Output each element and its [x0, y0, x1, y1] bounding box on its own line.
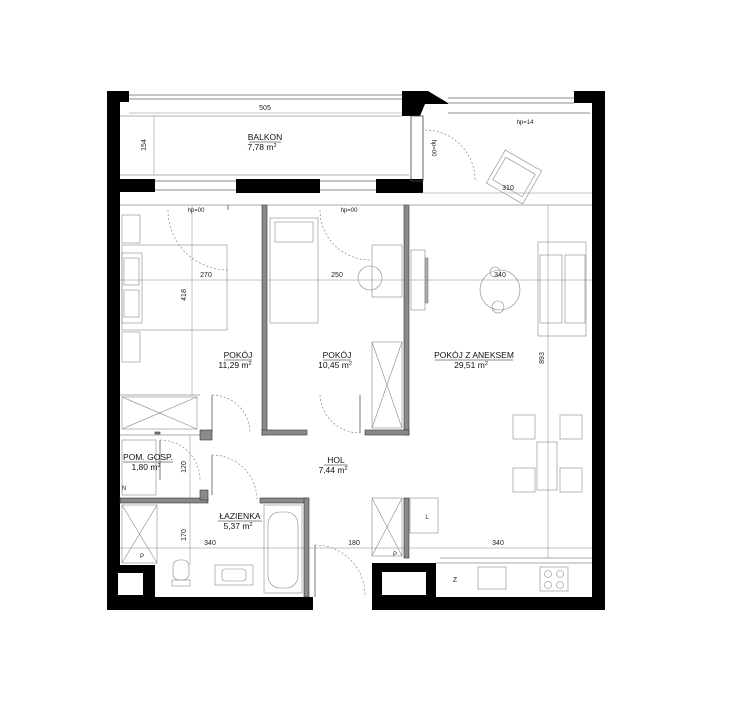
- room-aneks-name: POKÓJ Z ANEKSEM: [434, 350, 514, 360]
- wall-bottom-left: [107, 597, 313, 610]
- wall-left: [107, 91, 120, 610]
- symbol-p-hol: P: [393, 552, 397, 558]
- sink: [477, 566, 507, 590]
- partition-lazienka-right-top: [259, 497, 309, 504]
- wardrobe-hol: [371, 497, 403, 557]
- partition-pom-gosp-right: [154, 431, 161, 435]
- door-pokoj2-hol: [319, 394, 361, 434]
- bed-pokoj2: [269, 217, 319, 324]
- structural-walls: [107, 91, 605, 610]
- door-pokoj1-hol: [211, 394, 251, 434]
- column-bottom-left-inner: [118, 573, 143, 595]
- wall-balcony-right-post: [402, 91, 448, 116]
- partition-lazienka-top: [119, 497, 209, 504]
- dim-hp-window: hp=14: [517, 120, 535, 126]
- symbol-washer: P: [140, 554, 144, 560]
- dim-balkon-depth: 154: [141, 139, 148, 151]
- desk-pokoj2: [371, 244, 403, 298]
- room-pokoj1-name: POKÓJ: [224, 350, 253, 360]
- partition-hol-top-left: [261, 429, 308, 436]
- door-entrance: [314, 544, 366, 596]
- windows: [120, 94, 590, 191]
- cooktop: [539, 566, 569, 592]
- wall-balcony-left: [107, 179, 155, 192]
- room-balkon-name: BALKON: [248, 132, 283, 142]
- toilet: [172, 559, 190, 581]
- dimension-labels: 505 154 hp=14 hp=00 310 hp=00 hp=00 270 …: [141, 105, 546, 547]
- dim-250: 250: [331, 272, 343, 279]
- symbol-fridge: L: [425, 515, 429, 521]
- room-pom-gosp-name: POM. GOSP.: [123, 452, 173, 462]
- dim-170: 170: [181, 529, 188, 541]
- room-lazienka-name: ŁAZIENKA: [219, 511, 260, 521]
- coffee-table: [479, 269, 521, 311]
- wall-right: [592, 91, 605, 610]
- dim-hp-pokoj2: hp=00: [341, 208, 359, 214]
- room-hol-name: HOL: [327, 455, 345, 465]
- interior-lines: [120, 204, 592, 564]
- wall-balcony-mid: [236, 179, 320, 193]
- partition-walls: [119, 204, 410, 598]
- symbol-vent: N: [122, 486, 126, 492]
- pom-gosp-shelf: [121, 439, 157, 496]
- room-pokoj2-area: 10,45 m2: [318, 360, 352, 370]
- partition-pom-gosp: [199, 429, 213, 441]
- nightstand: [121, 331, 141, 363]
- room-pokoj1-area: 11,29 m2: [218, 360, 251, 370]
- dim-180: 180: [348, 540, 360, 547]
- partition-lazienka-right: [303, 497, 310, 598]
- wardrobe-pokoj1: [121, 396, 198, 430]
- door-aneks-window: [424, 129, 476, 181]
- washbasin: [214, 564, 254, 586]
- dim-270: 270: [200, 272, 212, 279]
- door-lazienka: [211, 454, 258, 501]
- doors: [159, 129, 476, 596]
- dim-310: 310: [502, 185, 514, 192]
- armchair: [485, 149, 543, 205]
- door-pokoj1: [167, 209, 229, 271]
- kitchen-unit: [409, 497, 439, 534]
- wall-top-left-corner: [107, 91, 129, 102]
- dim-120: 120: [181, 461, 188, 473]
- wardrobe-pokoj2: [371, 341, 403, 429]
- dining-table: [536, 441, 558, 491]
- room-balkon-area: 7,78 m2: [247, 142, 276, 152]
- partition-pokoj2-aneks: [403, 204, 410, 436]
- door-pokoj2: [319, 209, 371, 261]
- partition-pokoj1-pokoj2: [261, 204, 268, 436]
- dim-340-top: 340: [494, 272, 506, 279]
- sofa: [537, 241, 587, 337]
- dim-893: 893: [539, 352, 546, 364]
- room-pokoj2-name: POKÓJ: [323, 350, 352, 360]
- dim-hp-balkon: hp=00: [430, 140, 436, 158]
- room-aneks-area: 29,51 m2: [454, 360, 488, 370]
- wall-column-right: [409, 179, 423, 193]
- dim-hp-pokoj1: hp=00: [188, 208, 206, 214]
- dim-340-left: 340: [204, 540, 216, 547]
- column-bottom-mid-inner: [382, 572, 426, 595]
- symbol-stove: Z: [453, 577, 458, 584]
- dim-340-right: 340: [492, 540, 504, 547]
- shower: [121, 504, 158, 564]
- dimension-lines: [120, 112, 592, 565]
- bathtub: [263, 504, 303, 594]
- room-hol-area: 7,44 m2: [318, 465, 347, 475]
- furniture: [121, 149, 587, 594]
- partition-lazienka-top2: [199, 489, 209, 501]
- room-labels: BALKON 7,78 m2 POKÓJ 11,29 m2 POKÓJ 10,4…: [123, 132, 514, 531]
- symbols: L Z P N P: [122, 486, 458, 584]
- dim-418: 418: [181, 289, 188, 301]
- partition-kitchen: [403, 497, 410, 559]
- partition-hol-top-right: [364, 429, 410, 436]
- room-pom-gosp-area: 1,80 m2: [131, 462, 160, 472]
- dim-balkon-width: 505: [259, 105, 271, 112]
- room-lazienka-area: 5,37 m2: [223, 521, 252, 531]
